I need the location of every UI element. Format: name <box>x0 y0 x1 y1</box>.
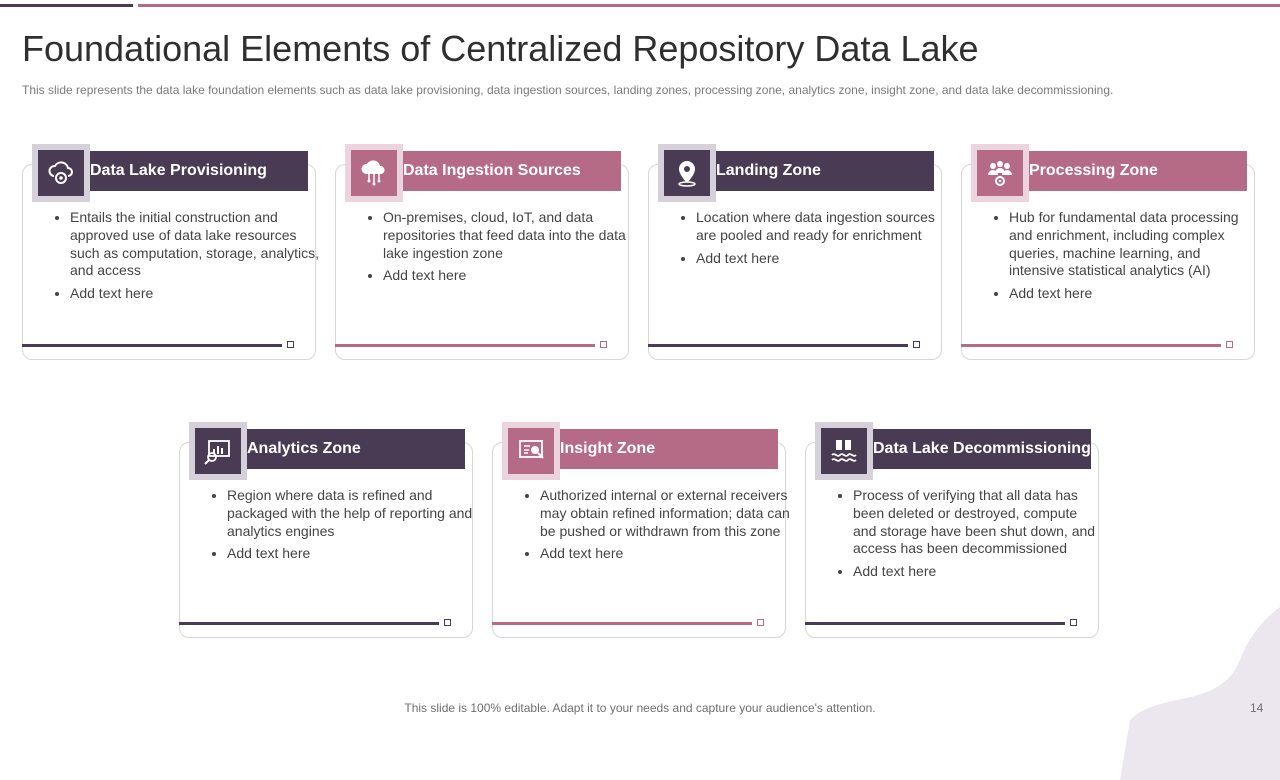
card-title: Analytics Zone <box>237 429 465 469</box>
footer-note: This slide is 100% editable. Adapt it to… <box>404 701 876 715</box>
card-end-marker <box>1070 619 1077 626</box>
card-bullets: Region where data is refined and package… <box>205 487 477 568</box>
card-end-marker <box>444 619 451 626</box>
bullet-item: Process of verifying that all data has b… <box>853 487 1103 558</box>
location-pin-icon <box>664 150 710 196</box>
cloud-network-icon <box>351 150 397 196</box>
insight-report-icon <box>508 428 554 474</box>
analytics-search-icon <box>195 428 241 474</box>
card-insight-zone: Insight Zone Authorized internal or exte… <box>492 422 790 638</box>
card-icon-frame <box>189 422 247 480</box>
card-icon-frame <box>658 144 716 202</box>
bullet-item: Authorized internal or external receiver… <box>540 487 790 540</box>
card-end-marker <box>757 619 764 626</box>
card-divider <box>335 344 595 347</box>
card-icon-frame <box>32 144 90 202</box>
bullet-item: Add text here <box>696 250 946 268</box>
card-divider <box>961 344 1221 347</box>
card-bullets: Authorized internal or external receiver… <box>518 487 790 568</box>
decorative-corner-shape <box>1120 607 1280 780</box>
card-bullets: Location where data ingestion sources ar… <box>674 209 946 272</box>
card-divider <box>179 622 439 625</box>
card-end-marker <box>287 341 294 348</box>
card-landing-zone: Landing Zone Location where data ingesti… <box>648 144 946 360</box>
cloud-gear-icon <box>38 150 84 196</box>
card-title: Landing Zone <box>706 151 934 191</box>
page-number: 14 <box>1250 701 1264 715</box>
card-divider <box>648 344 908 347</box>
card-title: Insight Zone <box>550 429 778 469</box>
bullet-item: Add text here <box>540 545 790 563</box>
card-divider <box>492 622 752 625</box>
card-data-ingestion-sources: Data Ingestion Sources On-premises, clou… <box>335 144 633 360</box>
card-end-marker <box>600 341 607 348</box>
card-icon-frame <box>815 422 873 480</box>
bullet-item: Add text here <box>383 267 633 285</box>
bullet-item: Hub for fundamental data processing and … <box>1009 209 1259 280</box>
card-bullets: On-premises, cloud, IoT, and data reposi… <box>361 209 633 290</box>
card-bullets: Hub for fundamental data processing and … <box>987 209 1259 308</box>
card-icon-frame <box>502 422 560 480</box>
bullet-item: Add text here <box>70 285 320 303</box>
card-end-marker <box>913 341 920 348</box>
card-data-lake-provisioning: Data Lake Provisioning Entails the initi… <box>22 144 320 360</box>
card-icon-frame <box>971 144 1029 202</box>
card-data-lake-decommissioning: Data Lake Decommissioning Process of ver… <box>805 422 1103 638</box>
card-bullets: Entails the initial construction and app… <box>48 209 320 308</box>
bullet-item: Region where data is refined and package… <box>227 487 477 540</box>
bullet-item: On-premises, cloud, IoT, and data reposi… <box>383 209 633 262</box>
bullet-item: Add text here <box>1009 285 1259 303</box>
card-divider <box>805 622 1065 625</box>
card-bullets: Process of verifying that all data has b… <box>831 487 1103 586</box>
card-title: Data Lake Provisioning <box>80 151 308 191</box>
card-processing-zone: Processing Zone Hub for fundamental data… <box>961 144 1259 360</box>
card-title: Data Ingestion Sources <box>393 151 621 191</box>
team-gear-icon <box>977 150 1023 196</box>
bullet-item: Entails the initial construction and app… <box>70 209 320 280</box>
top-accent-bar-dark <box>0 4 133 7</box>
page-subtitle: This slide represents the data lake foun… <box>22 83 1114 97</box>
card-title: Data Lake Decommissioning <box>863 429 1091 469</box>
decommission-icon <box>821 428 867 474</box>
bullet-item: Add text here <box>227 545 477 563</box>
bullet-item: Add text here <box>853 563 1103 581</box>
bullet-item: Location where data ingestion sources ar… <box>696 209 946 245</box>
card-title: Processing Zone <box>1019 151 1247 191</box>
page-title: Foundational Elements of Centralized Rep… <box>22 28 979 69</box>
top-accent-bar-light <box>138 4 1280 7</box>
card-analytics-zone: Analytics Zone Region where data is refi… <box>179 422 477 638</box>
card-end-marker <box>1226 341 1233 348</box>
card-divider <box>22 344 282 347</box>
card-icon-frame <box>345 144 403 202</box>
